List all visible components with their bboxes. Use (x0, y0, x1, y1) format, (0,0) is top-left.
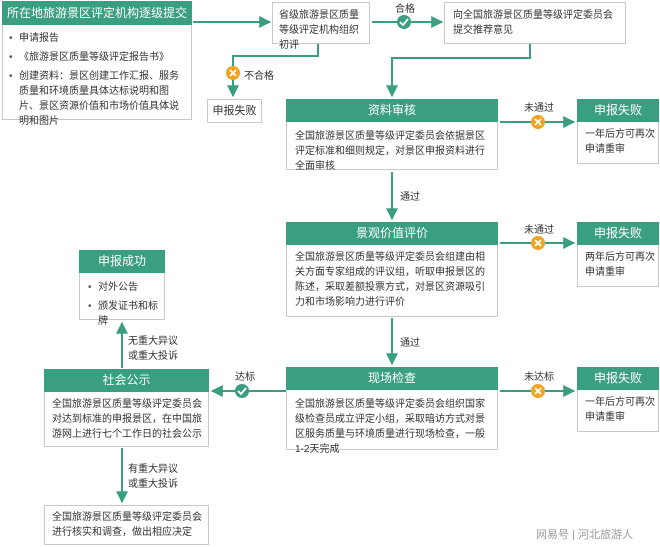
not-pass-label-1: 未通过 (524, 103, 554, 114)
success-box: 对外公告 颁发证书和标牌 (79, 273, 165, 327)
pass-badge-2 (235, 384, 249, 398)
not-reach-label: 未达标 (524, 372, 554, 383)
not-pass-label-2: 未通过 (524, 225, 554, 236)
has-major-label: 有重大异议或重大投诉 (128, 464, 178, 490)
review-box: 全国旅游景区质量等级评定委员会依据景区评定标准和细则规定，对景区申报资料进行全面… (286, 122, 498, 172)
fail-small-text: 申报失败 (212, 105, 257, 117)
review-text: 全国旅游景区质量等级评定委员会依据景区评定标准和细则规定，对景区申报资料进行全面… (295, 131, 485, 172)
review-header: 资料审核 (286, 99, 498, 122)
reach-label: 达标 (235, 372, 255, 383)
recommend-box: 向全国旅游景区质量等级评定委员会提交推荐意见 (444, 2, 626, 44)
start-header: 所在地旅游景区评定机构逐级提交 (2, 1, 192, 25)
arrow-recommend-review (386, 44, 531, 98)
fail3-text: 一年后方可再次申请重审 (585, 397, 655, 423)
fail1-text: 一年后方可再次申请重审 (585, 129, 655, 155)
start-item: 创建资料：景区创建工作汇报、服务质量和环境质量具体达标说明和图片、景区资源价值和… (9, 69, 185, 129)
public-header: 社会公示 (44, 369, 209, 392)
start-box: 申请报告 《旅游景区质量等级评定报告书》 创建资料：景区创建工作汇报、服务质量和… (2, 25, 192, 127)
fail3-box: 一年后方可再次申请重审 (577, 390, 659, 432)
start-item: 《旅游景区质量等级评定报告书》 (9, 50, 185, 65)
success-header: 申报成功 (79, 250, 165, 273)
fail2-header: 申报失败 (577, 222, 659, 245)
value-box: 全国旅游景区质量等级评定委员会组建由相关方面专家组成的评议组，听取申报景区的陈述… (286, 245, 498, 317)
fail-badge-4 (531, 384, 545, 398)
recommend-text: 向全国旅游景区质量等级评定委员会提交推荐意见 (453, 10, 613, 36)
fail1-box: 一年后方可再次申请重审 (577, 122, 659, 164)
fail2-box: 两年后方可再次申请重审 (577, 245, 659, 287)
final-text: 全国旅游景区质量等级评定委员会进行核实和调查，做出相应决定 (52, 512, 202, 538)
onsite-header: 现场检查 (286, 367, 498, 390)
fail-label: 不合格 (244, 71, 274, 82)
value-text: 全国旅游景区质量等级评定委员会组建由相关方面专家组成的评议组，听取申报景区的陈述… (295, 252, 485, 308)
success-item: 对外公告 (88, 280, 162, 295)
final-box: 全国旅游景区质量等级评定委员会进行核实和调查，做出相应决定 (44, 505, 209, 545)
provincial-text: 省级旅游景区质量等级评定机构组织初评 (279, 10, 359, 51)
watermark: 网易号 | 河北旅游人 (536, 529, 633, 541)
pass-label: 合格 (395, 4, 415, 15)
fail-badge-3 (531, 236, 545, 250)
success-item: 颁发证书和标牌 (88, 299, 162, 329)
start-item: 申请报告 (9, 31, 185, 46)
public-text: 全国旅游景区质量等级评定委员会对达到标准的申报景区，在中国旅游网上进行七个工作日… (52, 399, 202, 440)
passed-label-2: 通过 (400, 338, 420, 349)
onsite-box: 全国旅游景区质量等级评定委员会组织国家级检查员成立评定小组，采取暗访方式对景区服… (286, 390, 498, 455)
no-major-label: 无重大异议或重大投诉 (128, 336, 178, 362)
fail1-header: 申报失败 (577, 99, 659, 122)
provincial-box: 省级旅游景区质量等级评定机构组织初评 (272, 2, 370, 51)
fail3-header: 申报失败 (577, 367, 659, 390)
pass-badge-1 (397, 15, 411, 29)
value-header: 景观价值评价 (286, 222, 498, 245)
onsite-text: 全国旅游景区质量等级评定委员会组织国家级检查员成立评定小组，采取暗访方式对景区服… (295, 399, 485, 455)
public-box: 全国旅游景区质量等级评定委员会对达到标准的申报景区，在中国旅游网上进行七个工作日… (44, 392, 209, 447)
fail2-text: 两年后方可再次申请重审 (585, 252, 655, 278)
passed-label-1: 通过 (400, 192, 420, 203)
fail-badge-2 (531, 115, 545, 129)
fail-small-box: 申报失败 (207, 99, 262, 123)
fail-badge-1 (226, 66, 240, 80)
